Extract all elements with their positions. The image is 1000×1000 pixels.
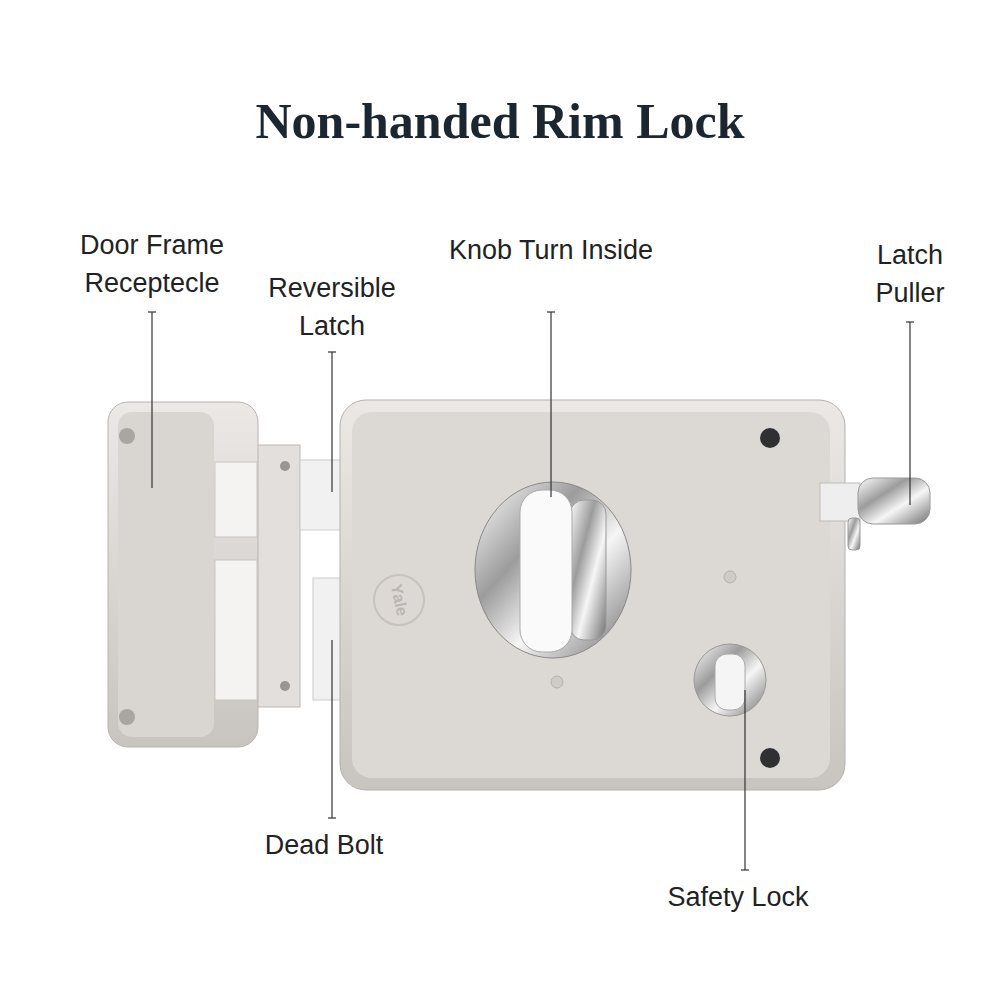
lock-case [340, 400, 845, 790]
screw-hole [119, 709, 135, 725]
lock-body [340, 400, 845, 790]
knob-turn [475, 482, 631, 658]
knob-side [570, 500, 606, 640]
puller-knob [858, 478, 930, 524]
screw-hole [280, 461, 290, 471]
title: Non-handed Rim Lock [0, 92, 1000, 150]
leader-line [744, 690, 745, 870]
screw [760, 748, 780, 768]
leader-tick [741, 869, 749, 870]
lock-face [352, 412, 830, 778]
logo-ring [374, 575, 424, 625]
leader-line [331, 352, 332, 492]
part-label: Safety Lock [667, 878, 808, 916]
latch-slot [215, 462, 257, 537]
leader-line [151, 312, 152, 488]
screw-hole [119, 428, 135, 444]
part-label: Door Frame Receptecle [52, 226, 252, 302]
leader-tick [906, 321, 914, 322]
receptacle-body [108, 402, 258, 747]
dot [724, 571, 736, 583]
bolt-slot [215, 560, 257, 700]
leader-tick [328, 351, 336, 352]
leader-line [550, 312, 551, 497]
leader-line [909, 322, 910, 505]
safety-base [694, 644, 766, 716]
leader-lines [148, 312, 914, 870]
puller-lever [848, 518, 860, 550]
receptacle-face [118, 412, 214, 737]
knob-thumb [520, 490, 572, 652]
knob-base [475, 482, 631, 658]
leader-tick [328, 817, 336, 818]
door-frame-receptacle [108, 402, 300, 747]
screw-hole [280, 681, 290, 691]
leader-tick [547, 311, 555, 312]
latch-puller [820, 478, 930, 550]
screw [760, 428, 780, 448]
dot [551, 676, 563, 688]
part-label: Reversible Latch [252, 269, 412, 345]
safety-thumb [715, 654, 745, 710]
safety-lock [694, 644, 766, 716]
part-label: Latch Puller [855, 236, 965, 312]
part-label: Dead Bolt [265, 826, 384, 864]
puller-stem [820, 483, 860, 521]
receptacle-plate [255, 445, 300, 707]
leader-tick [148, 311, 156, 312]
leader-line [331, 640, 332, 818]
brand-logo: Yale [387, 582, 411, 617]
part-label: Knob Turn Inside [449, 231, 653, 269]
